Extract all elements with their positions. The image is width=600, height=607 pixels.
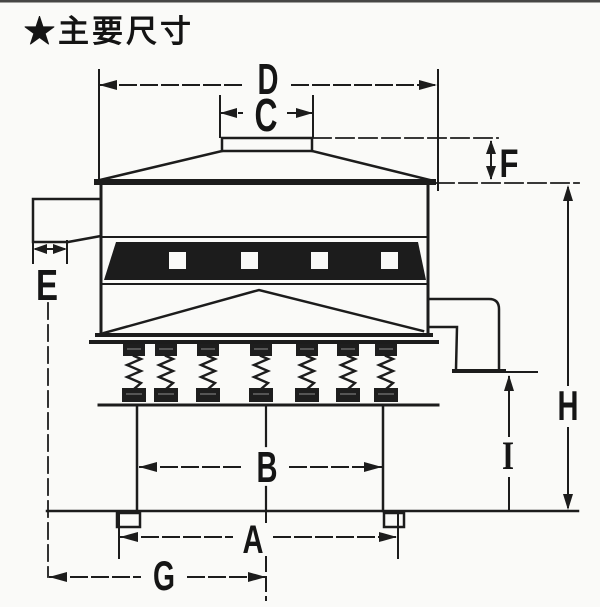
page-title: ★主要尺寸: [24, 14, 194, 49]
body-bottom-flange: [89, 333, 439, 344]
dimension-A: [118, 511, 399, 559]
dimension-label-d: D: [258, 55, 279, 104]
body-shell: [99, 183, 430, 336]
inlet-port: [220, 136, 314, 153]
top-cone: [94, 149, 436, 185]
band-window: [311, 252, 328, 269]
feed-bracket: [31, 197, 103, 244]
band-window: [241, 252, 258, 269]
dimension-E: [32, 240, 68, 578]
dimension-H: [563, 185, 573, 510]
dimension-label-i: I: [502, 433, 514, 478]
discharge-spout: [426, 297, 538, 373]
dimension-label-f: F: [500, 142, 519, 186]
dimension-label-a: A: [243, 518, 264, 562]
dimension-label-g: G: [153, 552, 175, 599]
dimension-label-b: B: [257, 443, 278, 492]
dimension-B: [139, 462, 382, 472]
scan-edge-artifact: [0, 0, 600, 3]
dimension-F: [312, 137, 580, 184]
dimension-label-c: C: [255, 89, 278, 141]
dimension-G: [49, 572, 266, 582]
screen-band: [104, 242, 426, 280]
dimension-label-e: E: [36, 261, 58, 310]
dimension-D: [98, 69, 439, 191]
dimension-I: [504, 375, 514, 512]
internal-discharge-cone: [102, 288, 425, 335]
dimension-C: [219, 95, 314, 138]
base-frame: [97, 403, 440, 513]
band-window: [381, 252, 398, 269]
support-springs: [120, 342, 400, 404]
band-window: [169, 252, 186, 269]
dimension-label-h: H: [558, 382, 579, 429]
